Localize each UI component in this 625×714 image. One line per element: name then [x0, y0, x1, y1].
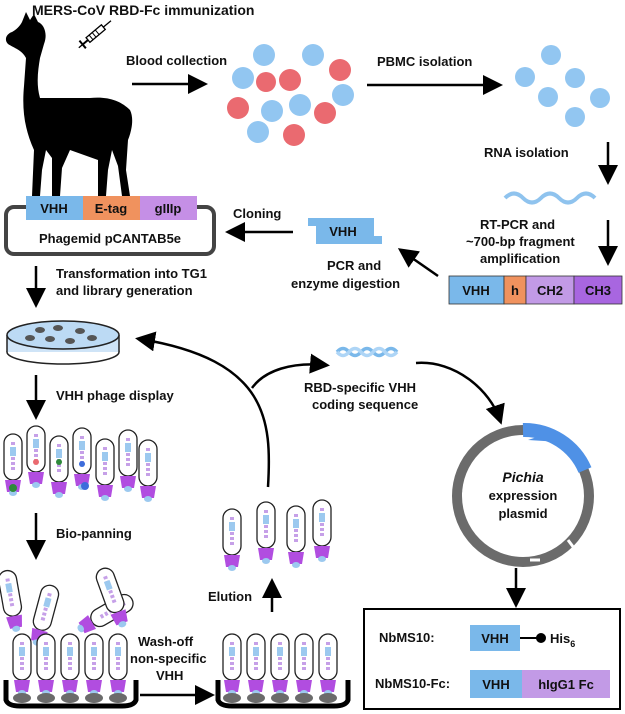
pichia-label: Pichia: [502, 469, 543, 485]
phagemid-etag: E-tag: [95, 201, 128, 216]
phage-library: [2, 424, 159, 504]
his-tag-icon: [536, 633, 546, 643]
phagemid: VHH E-tag gIIIp Phagemid pCANTAB5e: [4, 196, 216, 256]
hcab-h: h: [511, 283, 519, 298]
immunization-label: MERS-CoV RBD-Fc immunization: [32, 2, 254, 18]
cloning-label: Cloning: [233, 206, 281, 221]
vhh-fragment: VHH: [308, 218, 382, 244]
nb1-tag: His6: [550, 631, 575, 649]
nb1-vhh: VHH: [481, 631, 508, 646]
rbd-label-2: coding sequence: [312, 397, 418, 412]
biopanning-well: [0, 563, 139, 709]
transform-label-1: Transformation into TG1: [56, 266, 207, 281]
rna-strand: [503, 191, 597, 205]
hcab-ch3: CH3: [585, 283, 611, 298]
bound-well: [215, 632, 351, 709]
rtpcr-label-3: amplification: [480, 251, 560, 266]
elution-label: Elution: [208, 589, 252, 604]
phage-display-label: VHH phage display: [56, 388, 175, 403]
dna-icon: [335, 346, 399, 358]
rbd-label-1: RBD-specific VHH: [304, 380, 416, 395]
pbmc-label: PBMC isolation: [377, 54, 472, 69]
rna-label: RNA isolation: [484, 145, 569, 160]
phagemid-name: Phagemid pCANTAB5e: [39, 231, 181, 246]
petri-dish-icon: [6, 320, 120, 365]
wash-label-2: non-specific: [130, 651, 207, 666]
rtpcr-label-1: RT-PCR and: [480, 217, 555, 232]
nb2-vhh: VHH: [482, 677, 509, 692]
nb2-label: NbMS10-Fc:: [375, 676, 450, 691]
arrow-pcr: [397, 248, 439, 278]
expression-plasmid: [452, 422, 594, 567]
pcr-label-2: enzyme digestion: [291, 276, 400, 291]
transform-label-2: and library generation: [56, 283, 193, 298]
nb1-label: NbMS10:: [379, 630, 435, 645]
phagemid-giii: gIIIp: [155, 201, 182, 216]
expression-label: expression: [489, 488, 558, 503]
hcab-fragment: VHH h CH2 CH3: [448, 275, 623, 305]
phagemid-vhh: VHH: [40, 201, 67, 216]
rtpcr-label-2: ~700-bp fragment: [466, 234, 575, 249]
arrow-to-sequence: [250, 353, 330, 389]
hcab-ch2: CH2: [537, 283, 563, 298]
eluted-phages: [221, 498, 333, 573]
products-box: NbMS10: VHH His6 NbMS10-Fc: VHH hIgG1 Fc: [363, 608, 621, 710]
plasmid-label: plasmid: [498, 506, 547, 521]
hcab-vhh: VHH: [462, 283, 489, 298]
alpaca-icon: [5, 12, 133, 196]
blood-collection-label: Blood collection: [126, 53, 227, 68]
wash-label-3: VHH: [156, 668, 183, 683]
vhh-fragment-label: VHH: [329, 224, 356, 239]
pbmc-cells: [515, 45, 610, 127]
arrow-to-plasmid: [415, 361, 505, 425]
blood-cells: [227, 44, 354, 146]
syringe-icon: [78, 20, 112, 49]
arrow-reinfect: [135, 331, 271, 488]
biopanning-label: Bio-panning: [56, 526, 132, 541]
nb2-fc: hIgG1 Fc: [538, 677, 594, 692]
wash-label-1: Wash-off: [138, 634, 194, 649]
pcr-label-1: PCR and: [327, 258, 381, 273]
